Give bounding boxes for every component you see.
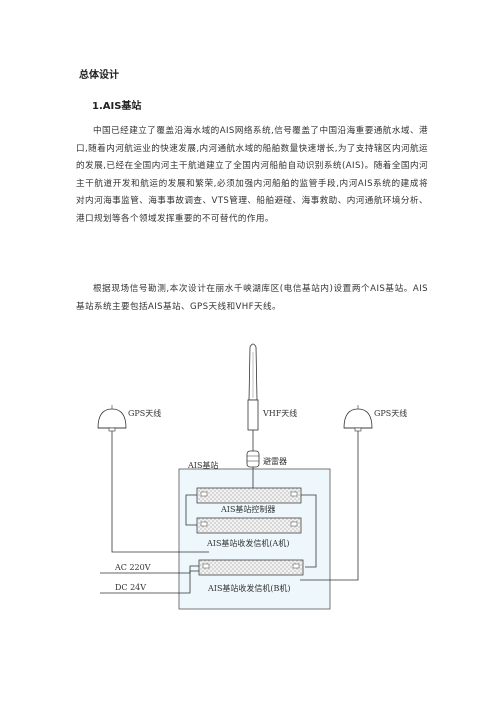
- section-title: 总体设计: [79, 70, 119, 81]
- gps-right-label: GPS天线: [374, 408, 407, 418]
- station-label: AIS基站: [187, 460, 218, 470]
- power-dc-line: DC 24V: [100, 570, 199, 594]
- transceiver-b-label: AIS基站收发信机(B机): [207, 583, 291, 593]
- gps-left-cable: [111, 431, 209, 553]
- body-paragraph-1: 中国已经建立了覆盖沿海水域的AIS网络系统,信号覆盖了中国沿海重要通航水域、港口…: [76, 126, 428, 224]
- transceiver-b-unit: AIS基站收发信机(B机): [198, 559, 304, 593]
- transceiver-a-label: AIS基站收发信机(A机): [206, 538, 289, 548]
- gps-right-cable: [300, 431, 359, 581]
- lightning-arrester: 避雷器: [246, 450, 287, 468]
- gps-antenna-left: GPS天线: [97, 405, 161, 432]
- gps-left-label: GPS天线: [128, 408, 161, 418]
- body-paragraph-2: 根据现场信号勘测,本次设计在丽水千峡湖库区(电信基站内)设置两个AIS基站。AI…: [76, 284, 428, 312]
- power-ac-line: AC 220V: [100, 563, 199, 574]
- ctrl-link-right: [301, 494, 317, 568]
- gps-antenna-right: GPS天线: [343, 405, 407, 432]
- ais-controller-unit: AIS基站控制器: [196, 487, 302, 514]
- power-dc-label: DC 24V: [115, 583, 146, 592]
- arrester-label: 避雷器: [263, 456, 287, 466]
- controller-label: AIS基站控制器: [220, 504, 275, 514]
- power-ac-label: AC 220V: [114, 563, 151, 572]
- vhf-label: VHF天线: [262, 408, 297, 418]
- ctrl-link-left: [185, 494, 197, 526]
- subsection-title: 1.AIS基站: [92, 101, 142, 112]
- transceiver-a-unit: AIS基站收发信机(A机): [196, 517, 302, 548]
- vhf-antenna: VHF天线: [247, 343, 297, 431]
